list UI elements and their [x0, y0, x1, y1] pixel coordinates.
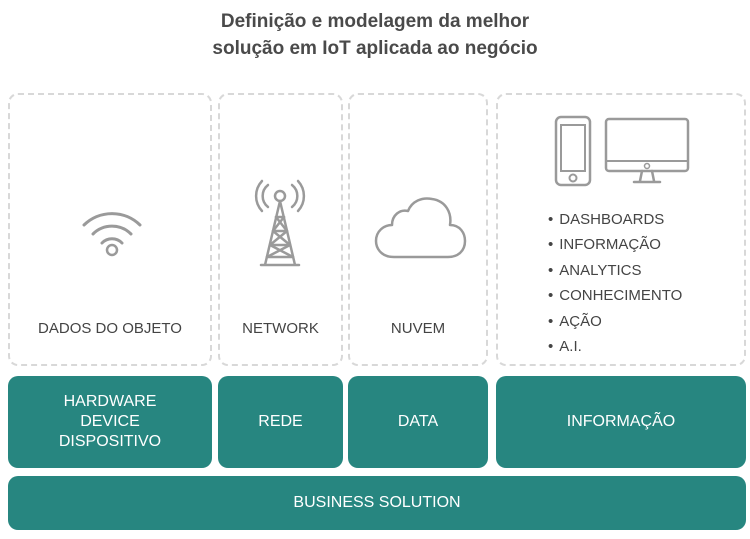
bullet-informacao: INFORMAÇÃO — [548, 232, 682, 257]
bullet-acao: AÇÃO — [548, 309, 682, 334]
bullet-dashboards: DASHBOARDS — [548, 207, 682, 232]
column-label-network: NETWORK — [242, 320, 319, 337]
box-hardware-line-1: HARDWARE — [63, 393, 157, 410]
bullet-conhecimento: CONHECIMENTO — [548, 283, 682, 308]
column-dados-do-objeto: DADOS DO OBJETO — [8, 93, 212, 366]
box-business-solution: BUSINESS SOLUTION — [8, 476, 746, 530]
wifi-icon — [82, 212, 142, 257]
column-network: NETWORK — [218, 93, 343, 366]
box-informacao: INFORMAÇÃO — [496, 376, 746, 468]
title-line-1: Definição e modelagem da melhor — [220, 11, 530, 32]
bullet-analytics: ANALYTICS — [548, 258, 682, 283]
antenna-tower-icon — [254, 179, 306, 267]
box-hardware-line-3: DISPOSITIVO — [58, 433, 162, 450]
column-label-nuvem: NUVEM — [390, 320, 446, 337]
box-hardware: HARDWARE DEVICE DISPOSITIVO — [8, 376, 212, 468]
column-informacao: DASHBOARDS INFORMAÇÃO ANALYTICS CONHECIM… — [496, 93, 746, 366]
diagram-title: Definição e modelagem da melhor solução … — [0, 8, 750, 62]
box-data-label: DATA — [397, 413, 439, 430]
monitor-icon — [604, 117, 690, 184]
output-bullet-list: DASHBOARDS INFORMAÇÃO ANALYTICS CONHECIM… — [548, 207, 682, 359]
box-hardware-line-2: DEVICE — [80, 413, 140, 430]
cloud-icon — [374, 197, 467, 259]
bullet-ai: A.I. — [548, 334, 682, 359]
title-line-2: solução em IoT aplicada ao negócio — [212, 38, 538, 59]
box-rede-label: REDE — [258, 413, 303, 430]
box-informacao-label: INFORMAÇÃO — [566, 413, 676, 430]
column-nuvem: NUVEM — [348, 93, 488, 366]
column-label-dados-do-objeto: DADOS DO OBJETO — [38, 320, 182, 337]
smartphone-icon — [554, 115, 592, 187]
box-data: DATA — [348, 376, 488, 468]
business-solution-label: BUSINESS SOLUTION — [293, 494, 461, 511]
box-rede: REDE — [218, 376, 343, 468]
